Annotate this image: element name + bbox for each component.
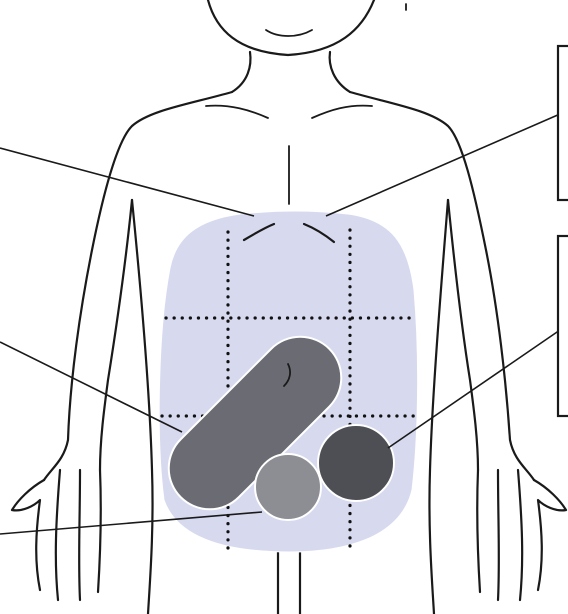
label-box-top-right	[558, 46, 568, 200]
right-hand	[477, 470, 566, 600]
right-collarbone	[312, 106, 372, 118]
crotch-outline	[278, 548, 300, 614]
mouth-line	[266, 30, 312, 36]
dark-round-organ	[318, 425, 394, 501]
left-hand	[12, 470, 101, 600]
leader-line-top-left	[0, 148, 254, 216]
neck-right	[330, 52, 350, 92]
neck-left	[232, 52, 250, 92]
head-outline	[208, 0, 374, 55]
small-round-organ	[255, 454, 321, 520]
left-arm-inner	[100, 200, 132, 470]
label-box-middle-right	[558, 236, 568, 416]
leader-line-top-right	[326, 114, 560, 216]
left-collarbone	[206, 106, 268, 118]
leader-line-middle-left	[0, 342, 182, 432]
right-arm-inner	[448, 200, 478, 470]
torso-right	[429, 200, 448, 614]
torso-left	[132, 200, 153, 614]
